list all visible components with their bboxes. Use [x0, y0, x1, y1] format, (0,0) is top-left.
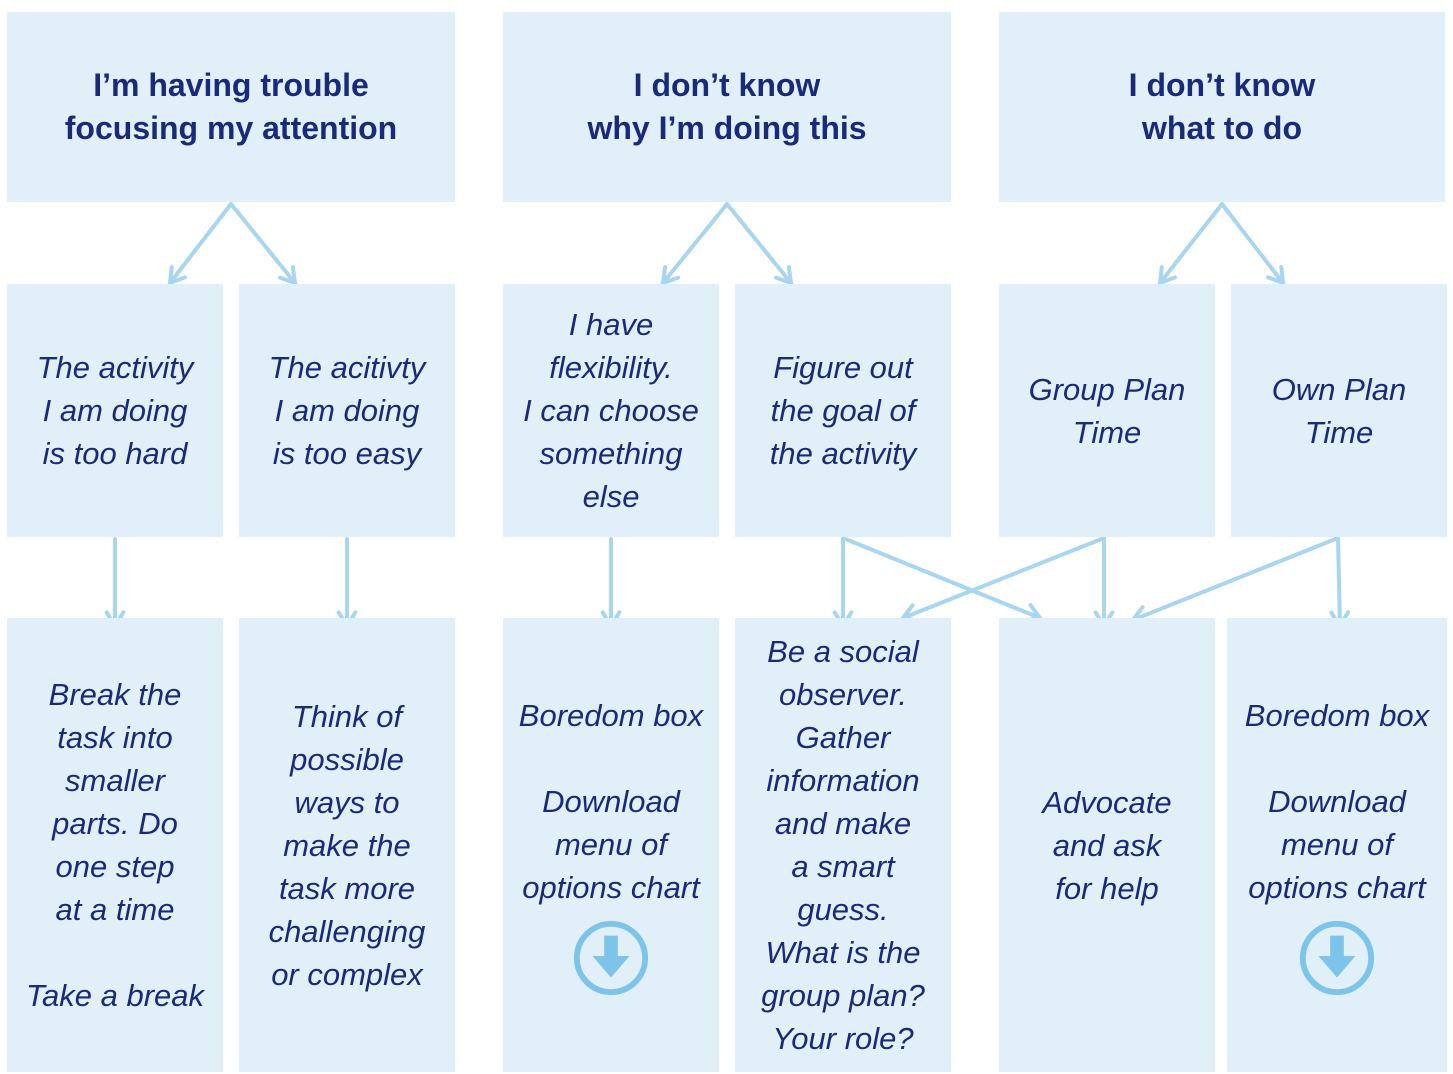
action-line: ways to [294, 784, 400, 820]
header-box-why: I don’t know why I’m doing this [503, 12, 951, 202]
download-circle-icon[interactable] [572, 919, 650, 997]
arrow-why-to-figure-goal [725, 202, 793, 285]
arrow-own-plan-to-advocate [1131, 536, 1340, 622]
header-line: I’m having trouble [93, 67, 369, 103]
action-line: information [766, 763, 920, 798]
action-line: Be a social [767, 634, 919, 669]
action-line: task into [57, 720, 173, 755]
arrow-attention-to-too-easy-head [277, 265, 298, 286]
action-line: make the [283, 827, 411, 863]
arrow-what-to-own-plan [1220, 202, 1285, 285]
option-line: flexibility. [549, 350, 673, 385]
action-line: Gather [795, 720, 891, 755]
option-line: Group Plan [1028, 371, 1186, 407]
action-line: menu of [554, 826, 667, 862]
arrow-why-to-figure-goal-head [773, 265, 794, 286]
action-line: for help [1055, 870, 1159, 906]
option-line: I am doing [42, 393, 188, 428]
header-box-attention: I’m having trouble focusing my attention [7, 12, 455, 202]
arrow-attention-to-too-easy [229, 202, 297, 285]
option-line: Time [1304, 414, 1374, 450]
option-box-too-easy: The acitivty I am doing is too easy [239, 284, 455, 537]
option-box-own-plan: Own Plan Time [1231, 284, 1447, 537]
arrow-figure-goal-to-advocate [841, 536, 1042, 620]
action-line: task more [278, 870, 416, 906]
arrow-attention-to-too-hard-head [167, 265, 187, 287]
action-line: possible [290, 741, 404, 777]
action-box-boredom-1: Boredom box Download menu of options cha… [503, 618, 719, 1072]
action-line: or complex [271, 956, 423, 992]
action-box-break-task: Break the task into smaller parts. Do on… [7, 618, 223, 1072]
action-line: guess. [797, 892, 889, 927]
option-line: I am doing [274, 393, 420, 428]
option-line: something [539, 436, 683, 471]
header-line: focusing my attention [64, 110, 398, 146]
action-line: a smart [791, 849, 895, 884]
header-line: I don’t know [633, 67, 821, 103]
action-line: group plan? [761, 978, 925, 1013]
option-line: the goal of [770, 393, 916, 428]
action-line: Your role? [772, 1021, 914, 1056]
option-box-figure-goal: Figure out the goal of the activity [735, 284, 951, 537]
option-line: I have [568, 307, 654, 342]
action-line: Take a break [25, 978, 205, 1013]
option-line: Time [1072, 414, 1142, 450]
action-box-social-observer: Be a social observer. Gather information… [735, 618, 951, 1072]
action-line: and make [774, 806, 912, 841]
option-line: the activity [769, 436, 917, 471]
action-line: challenging [268, 913, 426, 949]
action-box-think-ways: Think of possible ways to make the task … [239, 618, 455, 1072]
action-line: options chart [1248, 869, 1426, 905]
arrow-what-to-group-plan-head [1157, 265, 1178, 287]
action-line: What is the [765, 935, 921, 970]
option-line: The acitivty [268, 350, 426, 385]
arrow-own-plan-to-boredom [1336, 536, 1342, 628]
download-circle-icon[interactable] [1298, 919, 1376, 997]
option-line: Own Plan [1271, 371, 1407, 407]
action-line: Boredom box [1244, 697, 1430, 733]
option-line: is too hard [42, 436, 188, 471]
header-box-what: I don’t know what to do [999, 12, 1445, 202]
option-box-flexibility: I have flexibility. I can choose somethi… [503, 284, 719, 537]
arrow-what-to-group-plan [1158, 202, 1224, 285]
header-line: why I’m doing this [587, 110, 867, 146]
action-line: parts. Do [52, 806, 178, 841]
action-line: and ask [1052, 827, 1162, 863]
action-line: Think of [291, 698, 403, 734]
arrow-attention-to-too-hard [168, 202, 233, 285]
action-box-advocate: Advocate and ask for help [999, 618, 1215, 1072]
header-line: I don’t know [1128, 67, 1316, 103]
option-box-group-plan: Group Plan Time [999, 284, 1215, 537]
action-line: Advocate [1042, 784, 1172, 820]
arrow-what-to-own-plan-head [1266, 265, 1286, 287]
action-line: at a time [55, 892, 175, 927]
header-line: what to do [1142, 110, 1302, 146]
action-line: menu of [1280, 826, 1393, 862]
action-line: Break the [48, 677, 182, 712]
option-line: Figure out [773, 350, 913, 385]
arrow-group-plan-to-social-observer [901, 536, 1106, 620]
option-line: is too easy [272, 436, 422, 471]
option-line: I can choose [523, 393, 699, 428]
action-line: Download [1268, 783, 1406, 819]
arrow-why-to-flexibility-head [660, 265, 681, 286]
action-line: observer. [778, 677, 908, 712]
arrow-why-to-flexibility [661, 202, 729, 285]
option-box-too-hard: The activity I am doing is too hard [7, 284, 223, 537]
action-line: smaller [65, 763, 165, 798]
option-line: else [582, 479, 640, 514]
action-box-boredom-2: Boredom box Download menu of options cha… [1227, 618, 1447, 1072]
option-line: The activity [36, 350, 194, 385]
action-line: Boredom box [518, 697, 704, 733]
action-line: one step [55, 849, 175, 884]
action-line: Download [542, 783, 680, 819]
action-line: options chart [522, 869, 700, 905]
